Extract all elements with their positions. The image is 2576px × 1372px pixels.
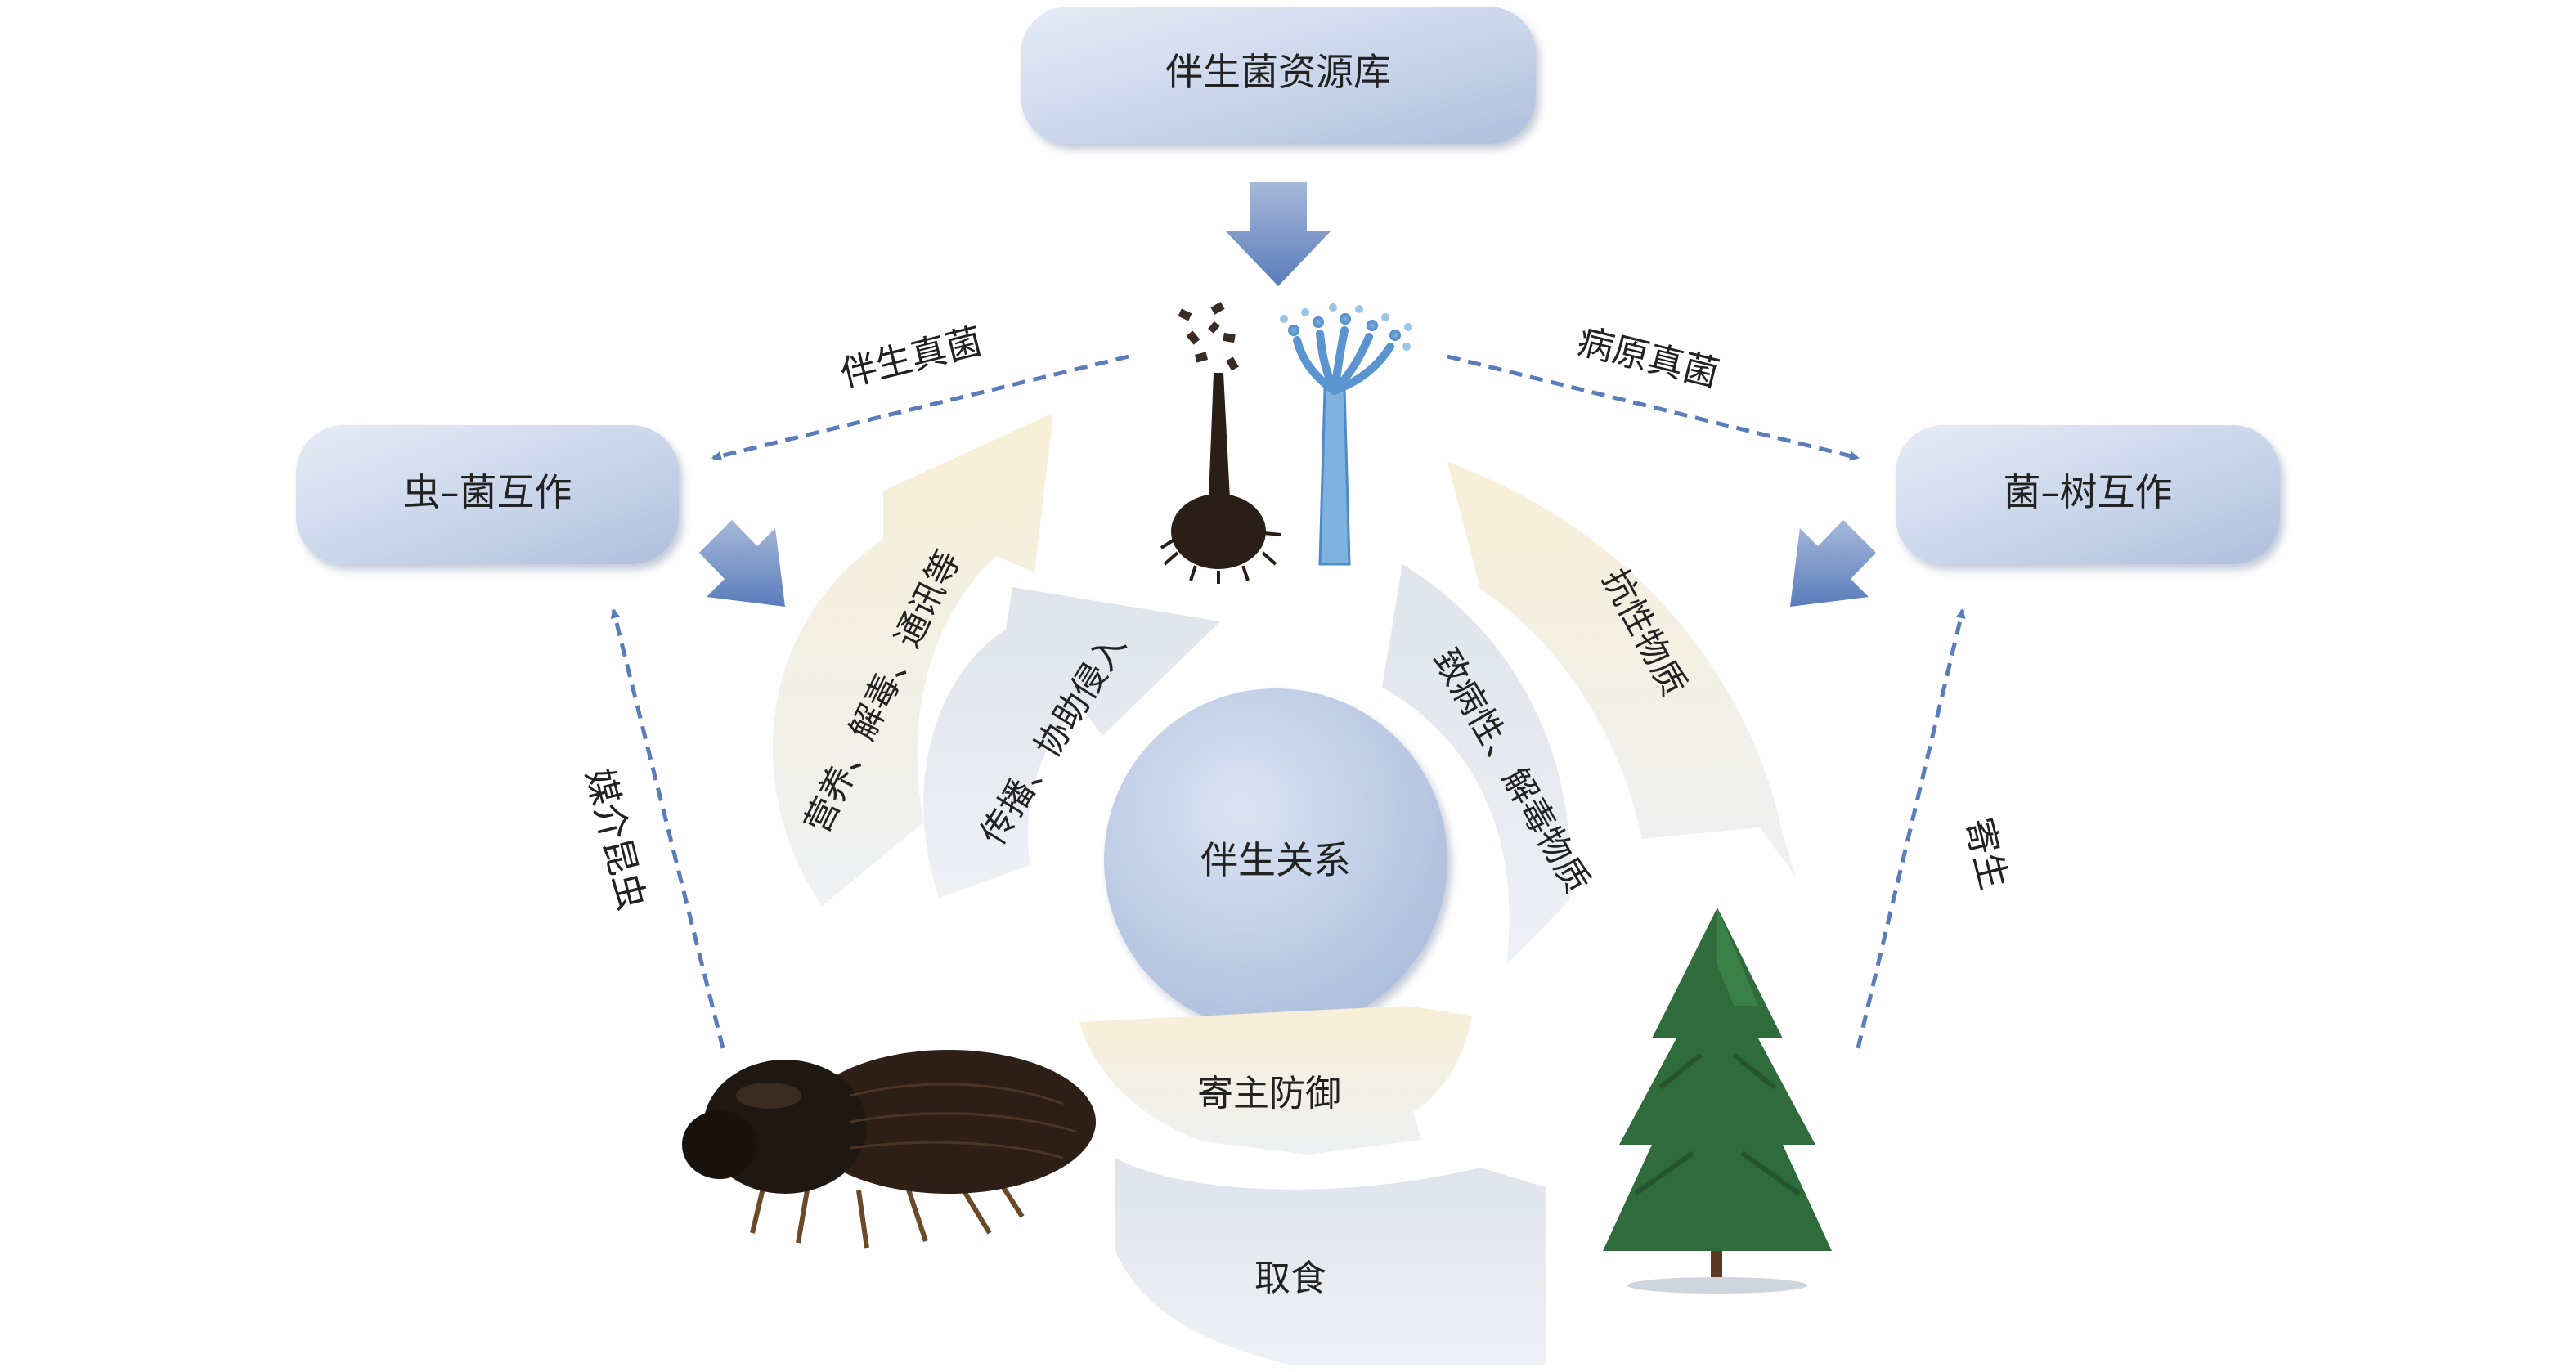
- parasitism-label: 寄生: [1957, 814, 2015, 894]
- associated-fungi-label: 伴生真菌: [837, 321, 986, 396]
- host-defense-arc: [1079, 1006, 1472, 1155]
- right-block-arrow-icon: [1790, 520, 1876, 607]
- left-block-arrow-icon: [699, 520, 785, 607]
- host-defense-label: 寄主防御: [1197, 1073, 1341, 1114]
- perithecium-icon: [1160, 302, 1281, 584]
- resistance-arc: [1447, 462, 1796, 877]
- fungus-tree-label: 菌–树互作: [2004, 470, 2173, 514]
- conidiophore-icon: [1280, 303, 1412, 566]
- bark-beetle-icon: [682, 1050, 1096, 1249]
- insect-fungus-label: 虫–菌互作: [403, 470, 572, 514]
- pathogenic-fungi-arrow: [1447, 354, 1860, 461]
- feeding-arc: [1115, 1158, 1546, 1365]
- fungus-tree-node: 菌–树互作: [1896, 425, 2280, 564]
- down-arrow-icon: [1225, 182, 1331, 286]
- insect-fungus-node: 虫–菌互作: [296, 425, 679, 564]
- nutrition-arc: [773, 413, 1053, 906]
- resource-pool-node: 伴生菌资源库: [1021, 7, 1536, 144]
- resource-pool-label: 伴生菌资源库: [1165, 50, 1391, 94]
- associated-fungi-arrow: [711, 354, 1129, 461]
- spread-arc: [923, 587, 1220, 898]
- parasitism-arrow: [1856, 608, 1966, 1049]
- symbiosis-label: 伴生关系: [1200, 838, 1351, 882]
- pine-tree-icon: [1603, 908, 1832, 1294]
- symbiosis-node: 伴生关系: [1104, 688, 1447, 1032]
- pathogenicity-arc: [1382, 564, 1571, 965]
- feeding-label: 取食: [1254, 1258, 1326, 1299]
- vector-insect-label: 媒介昆虫: [577, 764, 653, 914]
- pathogenic-fungi-label: 病原真菌: [1573, 321, 1723, 396]
- vector-insect-arrow: [610, 608, 725, 1049]
